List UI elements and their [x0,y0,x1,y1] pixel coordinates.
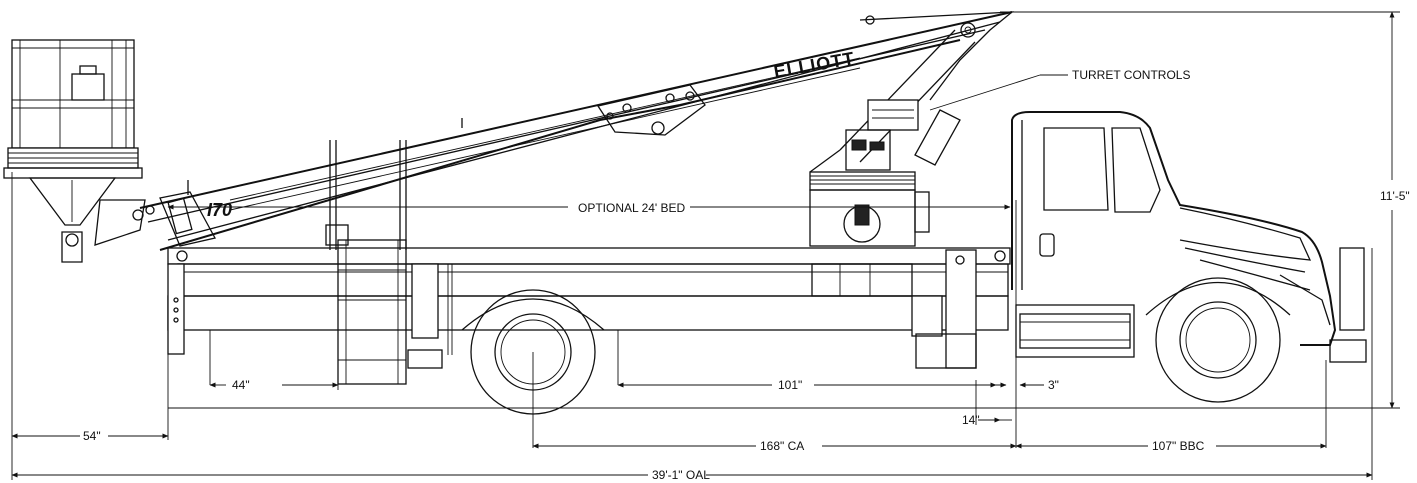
turret [809,99,930,247]
overall-length-label: 39'-1" OAL [652,468,710,482]
dimension-lines [11,11,1400,480]
truck-frame [167,224,1011,385]
dim-168-ca-label: 168" CA [760,439,804,453]
turret-controls-label: TURRET CONTROLS [1072,68,1190,82]
truck-cab [1011,111,1367,363]
dim-101-label: 101" [778,378,802,392]
dim-107-bbc-label: 107" BBC [1152,439,1205,453]
optional-bed-label: OPTIONAL 24' BED [578,201,686,215]
boom [139,11,1014,251]
dim-3-label: 3" [1048,378,1059,392]
model-label: I70 [207,200,232,220]
brand-logo-text: ELLIOTT [772,48,856,82]
front-wheel [1145,277,1291,403]
dim-44-label: 44" [232,378,250,392]
height-label: 11'-5" [1380,189,1410,203]
dim-54-label: 54" [83,429,101,443]
dim-14-label: 14" [962,413,980,427]
turret-controls-leader [929,74,1041,111]
work-platform [3,39,155,263]
